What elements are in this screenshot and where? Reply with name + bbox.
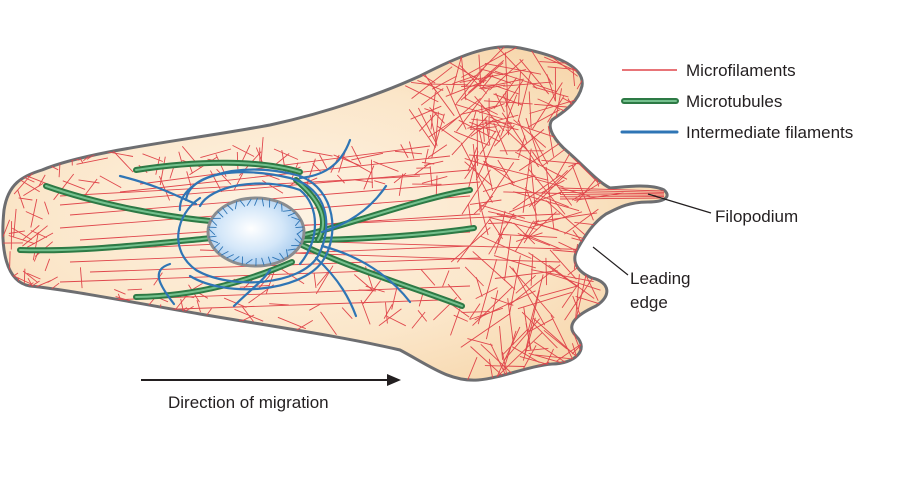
microfilament-segment xyxy=(585,238,604,271)
microfilament-segment xyxy=(5,284,17,299)
legend: Microfilaments Microtubules Intermediate… xyxy=(622,61,853,142)
legend-label-intermediate-filaments: Intermediate filaments xyxy=(686,123,853,142)
microfilament-segment xyxy=(584,336,607,356)
microfilament-segment xyxy=(28,155,41,162)
microfilament-segment xyxy=(0,163,21,182)
leading-edge-label-line2: edge xyxy=(630,293,668,312)
microfilament-segment xyxy=(566,364,590,386)
microfilament-segment xyxy=(585,80,607,94)
microfilament-segment xyxy=(586,112,608,121)
microfilament-segment xyxy=(91,302,106,316)
callout-filopodium: Filopodium xyxy=(648,194,798,226)
microfilament-segment xyxy=(568,148,618,167)
direction-arrow-head xyxy=(387,374,401,386)
microfilament-segment xyxy=(0,277,12,283)
microfilament-segment xyxy=(44,319,66,328)
filopodium-leader-line xyxy=(648,194,711,213)
microfilament-segment xyxy=(15,165,28,173)
microfilament-segment xyxy=(72,320,100,326)
lamina-filament xyxy=(296,227,304,228)
microfilament-segment xyxy=(180,315,196,318)
microfilament-segment xyxy=(573,332,597,394)
leading-edge-leader-line xyxy=(593,247,628,275)
microfilament-segment xyxy=(34,142,43,163)
legend-item-intermediate-filaments: Intermediate filaments xyxy=(622,123,853,142)
microfilament-segment xyxy=(568,99,588,136)
microfilament-segment xyxy=(102,308,111,315)
microfilament-segment xyxy=(7,294,17,308)
microfilament-segment xyxy=(54,301,65,303)
microfilament-segment xyxy=(0,170,18,179)
nucleus xyxy=(208,198,304,266)
microfilament-segment xyxy=(92,305,115,326)
microfilament-segment xyxy=(0,170,23,171)
microfilament-segment xyxy=(61,153,80,160)
microfilament-segment xyxy=(572,54,622,70)
microfilament-segment xyxy=(127,310,140,313)
legend-label-microfilaments: Microfilaments xyxy=(686,61,796,80)
legend-item-microfilaments: Microfilaments xyxy=(622,61,796,80)
microfilament-segment xyxy=(16,287,28,288)
callout-leading-edge: Leading edge xyxy=(593,247,691,312)
microfilament-segment xyxy=(7,172,27,174)
microfilament-segment xyxy=(18,157,29,160)
lamina-filament xyxy=(282,204,283,212)
microfilament-segment xyxy=(31,296,50,319)
microfilament-segment xyxy=(583,45,604,76)
microfilament-segment xyxy=(4,312,23,315)
microfilament-segment xyxy=(69,320,91,324)
filopodium-label: Filopodium xyxy=(715,207,798,226)
microfilament-segment xyxy=(496,379,520,380)
legend-label-microtubules: Microtubules xyxy=(686,92,782,111)
microfilament-segment xyxy=(77,306,106,317)
microfilament-segment xyxy=(572,317,609,354)
microfilament-segment xyxy=(11,299,16,314)
leading-edge-label-line1: Leading xyxy=(630,269,691,288)
migration-direction: Direction of migration xyxy=(141,374,401,412)
microfilament-segment xyxy=(11,287,14,308)
microfilament-segment xyxy=(13,137,19,165)
microfilament-segment xyxy=(588,365,605,384)
legend-item-microtubules: Microtubules xyxy=(624,92,782,111)
microfilament-segment xyxy=(127,320,138,326)
direction-caption: Direction of migration xyxy=(168,393,329,412)
